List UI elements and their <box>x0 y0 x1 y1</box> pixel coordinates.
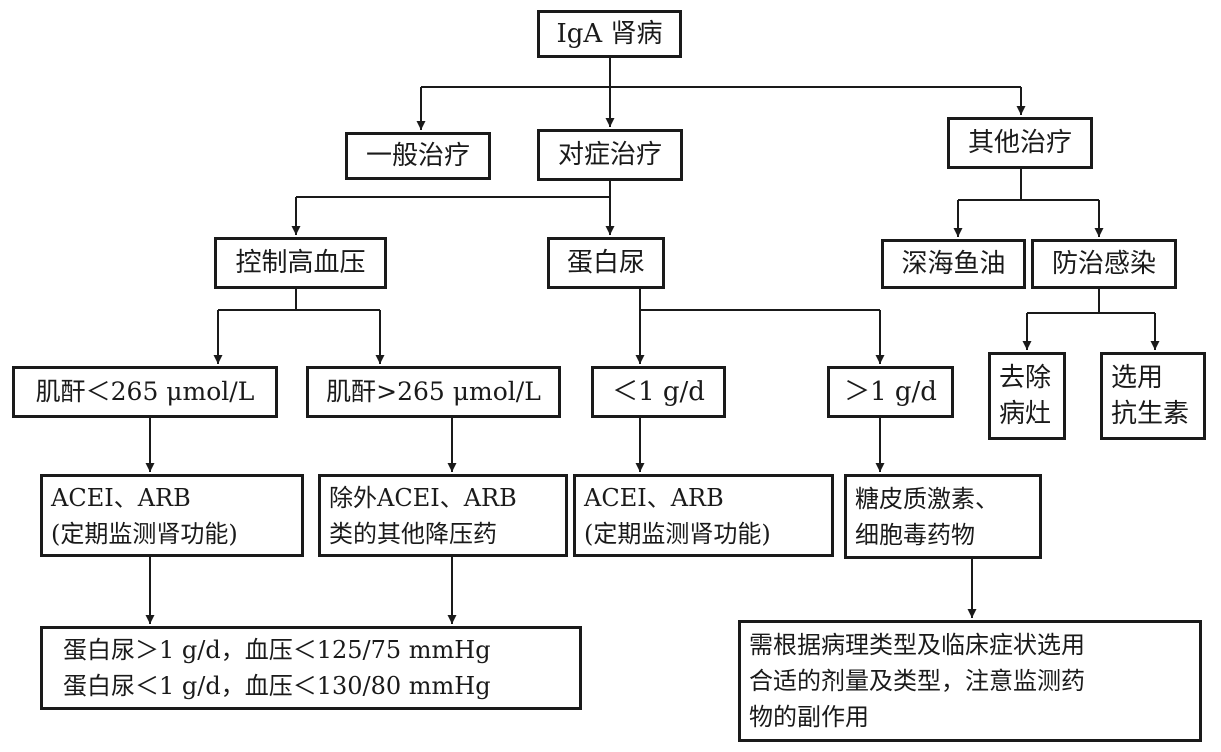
proteinuria-node: 蛋白尿 <box>547 237 665 289</box>
acei-arb-node-1: ACEI、ARB (定期监测肾功能) <box>40 474 304 557</box>
acei-arb-1-line-1: ACEI、ARB <box>51 483 191 512</box>
proteinuria-low-label: ＜1 g/d <box>612 377 705 407</box>
bp-control-label: 控制高血压 <box>235 248 366 278</box>
proteinuria-high-node: ＞1 g/d <box>827 366 954 418</box>
bp-target-line-2: 蛋白尿＜1 g/d，血压＜130/80 mmHg <box>63 672 491 700</box>
root-node: IgA 肾病 <box>537 10 682 58</box>
symptomatic-treatment-node: 对症治疗 <box>537 129 683 181</box>
steroids-cytotoxic-line-1: 糖皮质激素、 <box>855 484 999 513</box>
general-treatment-node: 一般治疗 <box>345 132 491 180</box>
proteinuria-label: 蛋白尿 <box>566 248 645 278</box>
acei-arb-2-line-1: ACEI、ARB <box>584 483 724 512</box>
general-treatment-label: 一般治疗 <box>365 141 470 171</box>
proteinuria-low-node: ＜1 g/d <box>591 366 726 418</box>
other-treatment-label: 其他治疗 <box>967 128 1072 158</box>
other-antihypertensive-node: 除外ACEI、ARB 类的其他降压药 <box>318 474 568 557</box>
symptomatic-treatment-label: 对症治疗 <box>557 140 662 170</box>
dosage-note-line-2: 合适的剂量及类型，注意监测药 <box>749 667 1085 695</box>
dosage-note-node: 需根据病理类型及临床症状选用 合适的剂量及类型，注意监测药 物的副作用 <box>738 620 1202 742</box>
fish-oil-label: 深海鱼油 <box>901 249 1006 279</box>
creatinine-high-label: 肌酐>265 μmol/L <box>326 377 541 406</box>
remove-focus-line-1: 去除 <box>999 363 1052 393</box>
acei-arb-2-line-2: (定期监测肾功能) <box>584 519 771 548</box>
antibiotics-node: 选用 抗生素 <box>1100 352 1206 440</box>
creatinine-low-label: 肌酐＜265 μmol/L <box>35 377 255 406</box>
dosage-note-line-3: 物的副作用 <box>749 703 869 731</box>
bp-target-line-1: 蛋白尿＞1 g/d，血压＜125/75 mmHg <box>63 636 491 664</box>
creatinine-high-node: 肌酐>265 μmol/L <box>306 366 561 418</box>
acei-arb-1-line-2: (定期监测肾功能) <box>51 519 238 548</box>
other-antihypertensive-line-2: 类的其他降压药 <box>329 519 497 548</box>
acei-arb-node-2: ACEI、ARB (定期监测肾功能) <box>573 474 834 557</box>
root-label: IgA 肾病 <box>556 19 663 49</box>
fish-oil-node: 深海鱼油 <box>881 239 1026 289</box>
dosage-note-line-1: 需根据病理类型及临床症状选用 <box>749 631 1085 659</box>
other-treatment-node: 其他治疗 <box>947 117 1093 169</box>
steroids-cytotoxic-node: 糖皮质激素、 细胞毒药物 <box>844 474 1042 559</box>
antibiotics-line-1: 选用 <box>1111 363 1164 393</box>
infection-prevention-node: 防治感染 <box>1031 239 1177 289</box>
bp-targets-node: 蛋白尿＞1 g/d，血压＜125/75 mmHg 蛋白尿＜1 g/d，血压＜13… <box>40 626 582 710</box>
other-antihypertensive-line-1: 除外ACEI、ARB <box>329 483 517 512</box>
antibiotics-line-2: 抗生素 <box>1111 399 1190 429</box>
bp-control-node: 控制高血压 <box>214 237 387 289</box>
steroids-cytotoxic-line-2: 细胞毒药物 <box>855 520 975 549</box>
remove-focus-node: 去除 病灶 <box>988 352 1066 440</box>
creatinine-low-node: 肌酐＜265 μmol/L <box>12 366 278 418</box>
proteinuria-high-label: ＞1 g/d <box>844 377 937 407</box>
infection-prevention-label: 防治感染 <box>1051 249 1156 279</box>
remove-focus-line-2: 病灶 <box>999 399 1052 429</box>
